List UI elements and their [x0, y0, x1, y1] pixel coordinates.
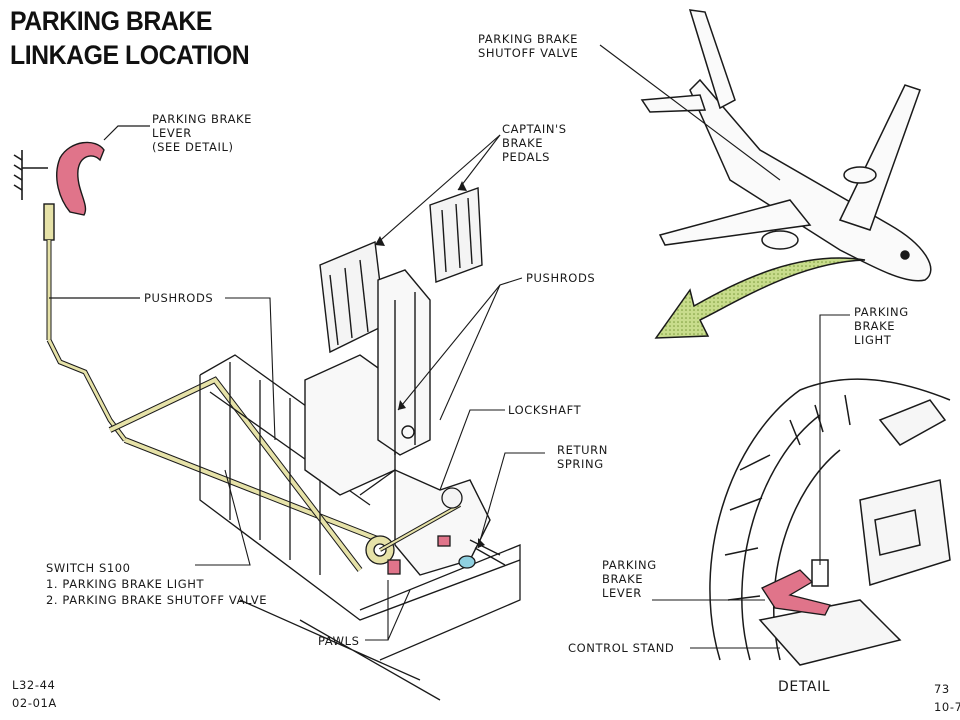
airplane-icon — [640, 9, 932, 282]
pushrods-left-label: PUSHRODS — [144, 291, 214, 305]
lever-pointer-arrow — [103, 125, 150, 141]
lockshaft-label: LOCKSHAFT — [508, 403, 582, 417]
pushrods-right-label: PUSHRODS — [526, 271, 596, 285]
detail-leaders — [652, 314, 850, 649]
pedal-column — [304, 269, 491, 576]
arrowheads — [375, 181, 485, 548]
detail-caption: DETAIL — [778, 679, 831, 695]
diagram-title-line1: PARKING BRAKE — [10, 6, 212, 36]
left-pushrods — [43, 203, 382, 572]
leader-lines — [195, 134, 545, 641]
lockshaft-assembly — [365, 487, 506, 575]
diagram-title-line2: LINKAGE LOCATION — [10, 40, 250, 70]
control-stand-label: CONTROL STAND — [568, 641, 675, 655]
captains-brake-pedals — [319, 187, 483, 354]
parking-brake-lever-detail — [761, 569, 831, 616]
lever-mount — [13, 150, 48, 200]
pawls-label: PAWLS — [318, 634, 360, 648]
parking-brake-lever-top — [56, 141, 105, 216]
green-detail-arrow — [654, 257, 866, 339]
valve-leader — [599, 44, 781, 181]
cockpit-detail — [709, 378, 951, 666]
